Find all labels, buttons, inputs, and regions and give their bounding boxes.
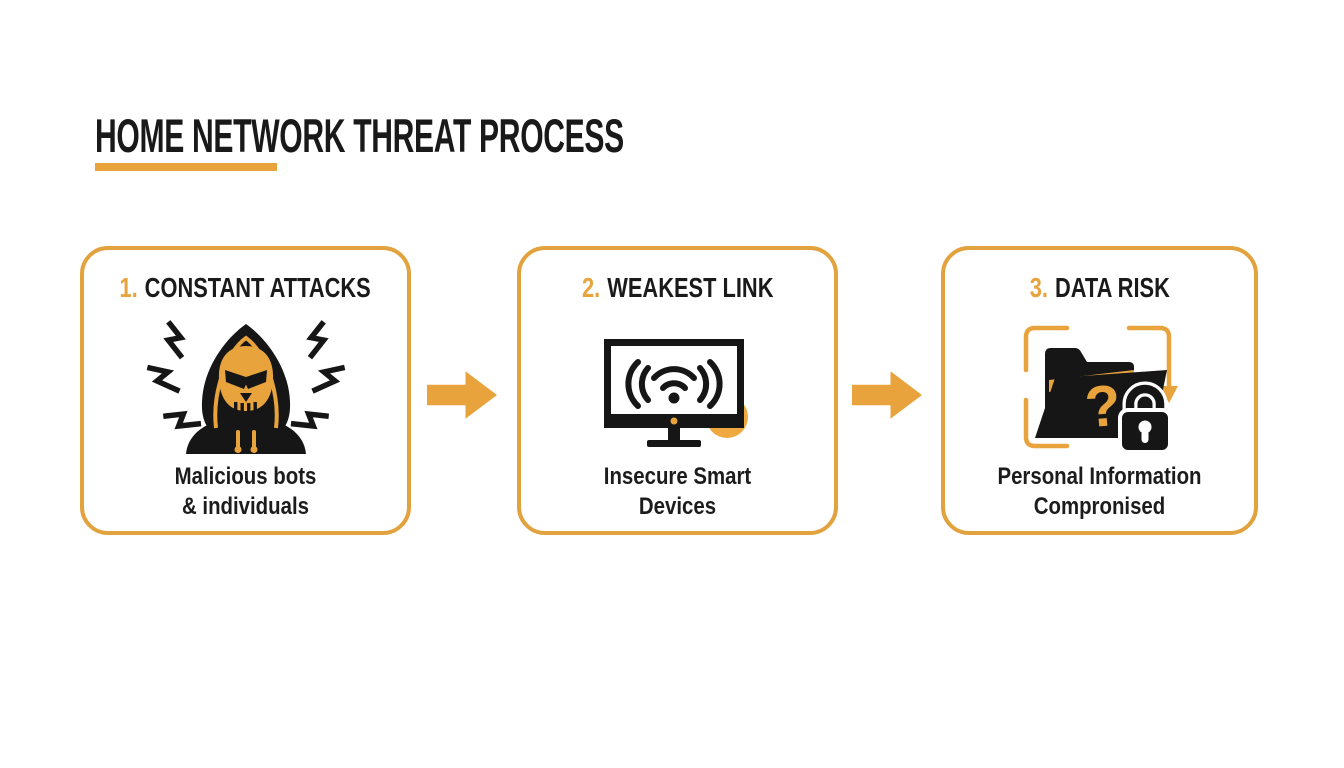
step-card-weakest-link: 2.WEAKEST LINK [517,246,838,535]
step-card-constant-attacks: 1.CONSTANT ATTACKS [80,246,411,535]
svg-text:?: ? [1082,373,1123,441]
page-title: HOME NETWORK THREAT PROCESS [95,108,921,163]
step-number: 2. [581,272,600,303]
folder-question-lock-icon: ? [945,320,1254,460]
step-heading-text: CONSTANT ATTACKS [145,272,372,303]
arrow-right-icon [427,371,497,419]
caption-line: Compronised [1033,493,1166,520]
step-card-data-risk: 3.DATA RISK ? [941,246,1258,535]
page-title-text: HOME NETWORK THREAT PROCESS [95,109,624,162]
step-heading-text: WEAKEST LINK [607,272,774,303]
caption-line: Devices [638,493,717,520]
step-heading: 1.CONSTANT ATTACKS [84,272,407,304]
caption-line: Personal Information [997,463,1202,490]
step-caption: Insecure Smart Devices [544,462,810,522]
step-number: 1. [119,272,139,303]
step-heading: 3.DATA RISK [945,272,1254,304]
step-heading: 2.WEAKEST LINK [521,272,834,304]
step-number: 3. [1029,272,1048,303]
arrow-right-icon [852,371,922,419]
title-underline-bar [95,163,277,171]
hooded-hacker-skull-icon [84,314,407,454]
caption-line: Insecure Smart [603,463,752,490]
caption-line: Malicious bots [174,463,317,490]
step-caption: Malicious bots & individuals [108,462,383,522]
monitor-wifi-icon [521,338,834,453]
step-heading-text: DATA RISK [1054,272,1170,303]
step-caption: Personal Information Compronised [968,462,1231,522]
caption-line: & individuals [182,493,309,520]
